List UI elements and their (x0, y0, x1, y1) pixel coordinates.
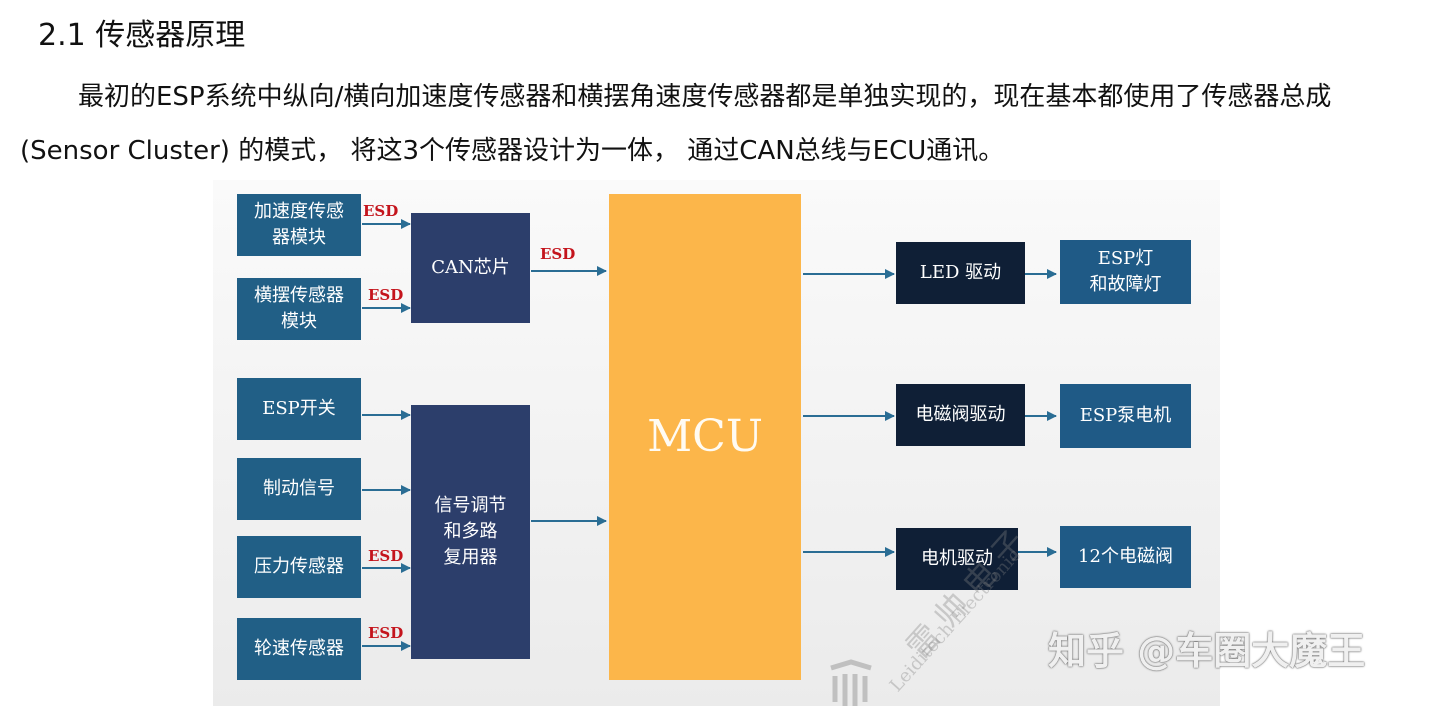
motor-driver-box: 电机驱动 (896, 528, 1018, 590)
wheel-speed-sensor-box: 轮速传感器 (237, 618, 361, 680)
mcu-box: MCU (609, 194, 801, 680)
yaw-sensor-box: 横摆传感器 模块 (237, 278, 361, 340)
led-driver-box: LED 驱动 (896, 242, 1025, 304)
section-heading: 2.1 传感器原理 (38, 18, 246, 53)
esd-label-accel: ESD (363, 202, 399, 220)
signal-mux-box: 信号调节 和多路 复用器 (411, 405, 530, 659)
watermark-logo-icon (830, 659, 872, 706)
accel-sensor-box: 加速度传感 器模块 (237, 194, 361, 256)
esd-label-wheel: ESD (368, 624, 404, 642)
esp-switch-box: ESP开关 (237, 378, 361, 440)
esd-label-pressure: ESD (368, 547, 404, 565)
brake-signal-box: 制动信号 (237, 458, 361, 520)
intro-paragraph: 最初的ESP系统中纵向/横向加速度传感器和横摆角速度传感器都是单独实现的，现在基… (20, 70, 1425, 178)
intro-text: 最初的ESP系统中纵向/横向加速度传感器和横摆角速度传感器都是单独实现的，现在基… (20, 82, 1332, 166)
zhihu-watermark: 知乎 @车圈大魔王 (1048, 629, 1366, 673)
pressure-sensor-box: 压力传感器 (237, 536, 361, 598)
esp-block-diagram: 加速度传感 器模块 横摆传感器 模块 ESP开关 制动信号 压力传感器 轮速传感… (213, 180, 1220, 706)
esp-lamp-box: ESP灯 和故障灯 (1060, 240, 1191, 304)
can-chip-box: CAN芯片 (411, 213, 530, 323)
esd-label-can: ESD (540, 245, 576, 263)
solenoid-valves-box: 12个电磁阀 (1060, 526, 1191, 588)
connection-arrows (362, 219, 1057, 651)
pump-motor-box: ESP泵电机 (1060, 384, 1191, 448)
valve-driver-box: 电磁阀驱动 (896, 384, 1025, 446)
esd-label-yaw: ESD (368, 286, 404, 304)
